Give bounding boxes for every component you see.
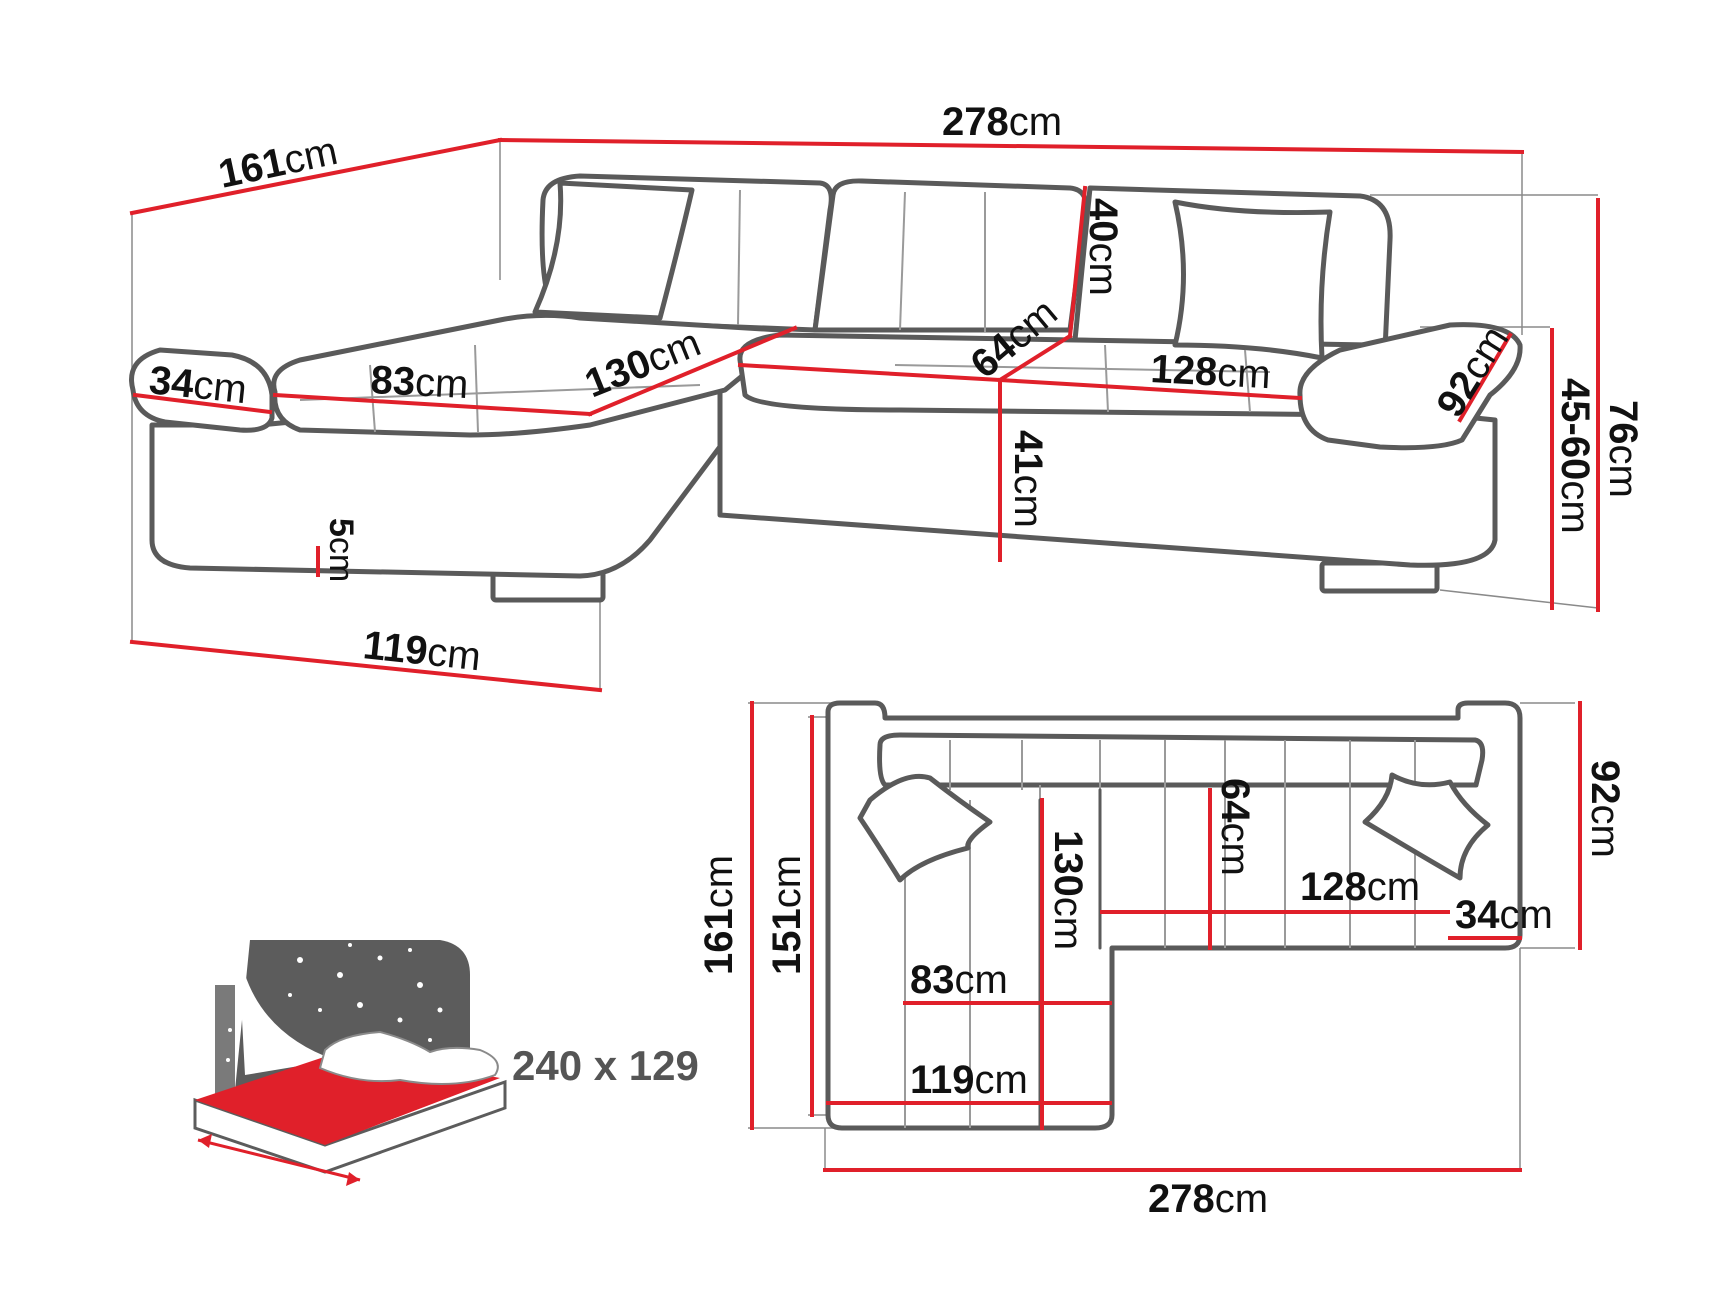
top-view-back-cushions [877, 732, 1486, 788]
label-back-height: 40cm [1081, 198, 1125, 296]
arrow-head-right [346, 1172, 360, 1186]
label-left-armrest-width: 34cm [147, 358, 249, 412]
label-top-main-seat-width: 128cm [1300, 865, 1420, 909]
stars [226, 943, 443, 1062]
perspective-dimension-lines [129, 137, 1600, 693]
perspective-sofa-drawing [129, 140, 1599, 690]
label-seat-height: 41cm [1006, 430, 1050, 528]
label-chaise-seat-width: 83cm [370, 358, 470, 407]
sleeping-area-icon: 240 x 129 [193, 940, 699, 1186]
perspective-labels: 278cm 161cm 119cm 34cm 83cm 130cm 40cm 6… [147, 100, 1645, 679]
label-top-chaise-seat-depth: 130cm [1046, 830, 1090, 950]
bed-pillows [318, 1030, 499, 1085]
label-top-body-depth: 92cm [1583, 760, 1627, 858]
label-armrest-height: 45-60cm [1553, 378, 1597, 534]
label-total-height: 76cm [1601, 400, 1645, 498]
top-view-dimension-lines [750, 701, 1582, 1172]
tufting-lines [299, 189, 1271, 433]
label-top-total-depth: 161cm [697, 855, 741, 975]
label-top-armrest-width: 34cm [1455, 893, 1553, 937]
top-view-labels: 161cm 151cm 130cm 64cm 128cm 34cm 92cm 8… [697, 760, 1627, 1221]
night-sky-left [215, 985, 235, 1095]
top-view-left-pillow [857, 773, 993, 883]
right-armrest [1297, 322, 1523, 451]
label-top-total-width: 278cm [1148, 1177, 1268, 1221]
label-total-width: 278cm [942, 100, 1062, 144]
label-top-chaise-width: 119cm [910, 1058, 1028, 1102]
top-view-right-pillow [1362, 772, 1491, 881]
label-main-seat-width: 128cm [1150, 347, 1272, 397]
top-view-drawing [748, 700, 1575, 1170]
arrow-head-left [198, 1134, 212, 1148]
label-top-inner-depth: 151cm [765, 855, 809, 975]
top-view-footprint [825, 700, 1523, 1131]
label-top-seat-depth: 64cm [1213, 778, 1257, 876]
left-pillow [532, 180, 695, 321]
label-leg-height: 5cm [322, 518, 360, 582]
label-top-chaise-seat-width: 83cm [910, 958, 1008, 1002]
bed-width-arrow [197, 1138, 361, 1182]
label-chaise-depth: 161cm [215, 129, 342, 197]
right-pillow [1172, 199, 1333, 361]
moon-shape [238, 945, 335, 1075]
label-chaise-front-width: 119cm [361, 623, 483, 679]
left-armrest [129, 347, 275, 433]
sleeping-area-size: 240 x 129 [512, 1042, 699, 1089]
